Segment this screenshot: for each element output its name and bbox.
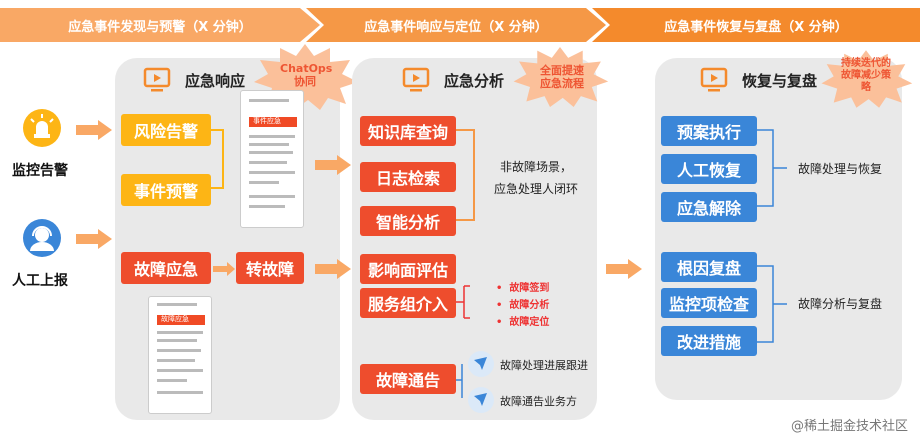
box-risk-alert: 风险告警 (121, 114, 211, 146)
box-root-cause: 根因复盘 (661, 252, 757, 282)
alarm-light-icon (22, 108, 62, 148)
group1-label: 故障处理与恢复 (798, 162, 883, 176)
burst-speedup: 全面提速应急流程 (540, 64, 584, 90)
box-monitor-check: 监控项检查 (661, 288, 757, 318)
chat-bubble-icon (467, 350, 495, 378)
monitor-icon (143, 67, 171, 92)
note-non-fault-line1: 非故障场景， (500, 160, 573, 174)
box-fault-notice: 故障通告 (360, 364, 456, 394)
bracket-connector-5 (757, 129, 787, 207)
box-convert-fault: 转故障 (236, 252, 304, 284)
box-fault-emergency: 故障应急 (121, 252, 211, 284)
arrow-fault-to-convert (213, 262, 235, 276)
box-event-warning: 事件预警 (121, 174, 211, 206)
phase-banner-response: 应急事件响应与定位（X 分钟） (306, 8, 606, 42)
box-manual-recovery: 人工恢复 (661, 154, 757, 184)
burst-chatops: ChatOps协同 (280, 62, 333, 88)
arrow-monitor-to-panel (76, 120, 112, 140)
burst-starburst-icon (513, 47, 609, 107)
phase-banner-recovery: 应急事件恢复与复盘（X 分钟） (592, 8, 920, 42)
person-headset-icon (22, 218, 62, 258)
box-knowledge-query: 知识库查询 (360, 116, 456, 146)
arrow-chatops (315, 155, 351, 175)
service-group-bullets: • 故障签到 • 故障分析 • 故障定位 (496, 283, 550, 328)
note-non-fault-line2: 应急处理人闭环 (494, 182, 579, 196)
watermark: @稀土掘金技术社区 (790, 419, 908, 434)
arrow-fault-to-panel2 (315, 259, 351, 279)
panel-3-title: 恢复与复盘 (742, 71, 818, 90)
monitor-icon (402, 67, 430, 92)
panel-2-title: 应急分析 (444, 71, 505, 90)
notice-progress: 故障处理进展跟进 (500, 359, 588, 372)
source-label-monitor: 监控告警 (12, 163, 68, 179)
box-log-search: 日志检索 (360, 162, 456, 192)
bullet-fault-signin: 故障签到 (509, 283, 550, 294)
bullet-fault-analysis: 故障分析 (509, 300, 550, 311)
box-smart-analysis: 智能分析 (360, 206, 456, 236)
phase-banner-discovery: 应急事件发现与预警（X 分钟） (0, 8, 320, 42)
panel-2-header: 应急分析 (402, 66, 504, 94)
arrow-to-recovery (606, 259, 642, 279)
group2-label: 故障分析与复盘 (798, 297, 883, 311)
panel-3-header: 恢复与复盘 (700, 66, 817, 94)
source-label-manual: 人工上报 (12, 273, 68, 289)
burst-iteration: 持续迭代的故障减少策略 (841, 58, 891, 93)
phone-bottom-title: 故障应急 (161, 315, 189, 323)
box-impact-assessment: 影响面评估 (360, 254, 456, 284)
notice-business: 故障通告业务方 (500, 395, 577, 408)
bracket-connector-6 (757, 265, 787, 343)
chat-bubble-icon (467, 386, 495, 414)
arrow-manual-to-panel (76, 229, 112, 249)
bracket-connector-2 (456, 129, 475, 221)
bracket-connector-1 (211, 129, 224, 189)
panel-1-header: 应急响应 (143, 66, 245, 94)
phone-screenshot-event: 事件应急 (240, 90, 304, 228)
burst-starburst-icon (821, 50, 913, 108)
bullet-fault-locate: 故障定位 (509, 317, 550, 328)
box-improvement: 改进措施 (661, 326, 757, 356)
box-plan-execute: 预案执行 (661, 116, 757, 146)
panel-1-title: 应急响应 (185, 71, 246, 90)
bracket-connector-4 (456, 364, 463, 398)
phone-screenshot-fault: 故障应急 (148, 296, 212, 414)
phone-top-title: 事件应急 (253, 117, 281, 125)
monitor-icon (700, 67, 728, 92)
box-emergency-lift: 应急解除 (661, 192, 757, 222)
box-service-group: 服务组介入 (360, 288, 456, 318)
bracket-connector-3 (456, 285, 470, 319)
